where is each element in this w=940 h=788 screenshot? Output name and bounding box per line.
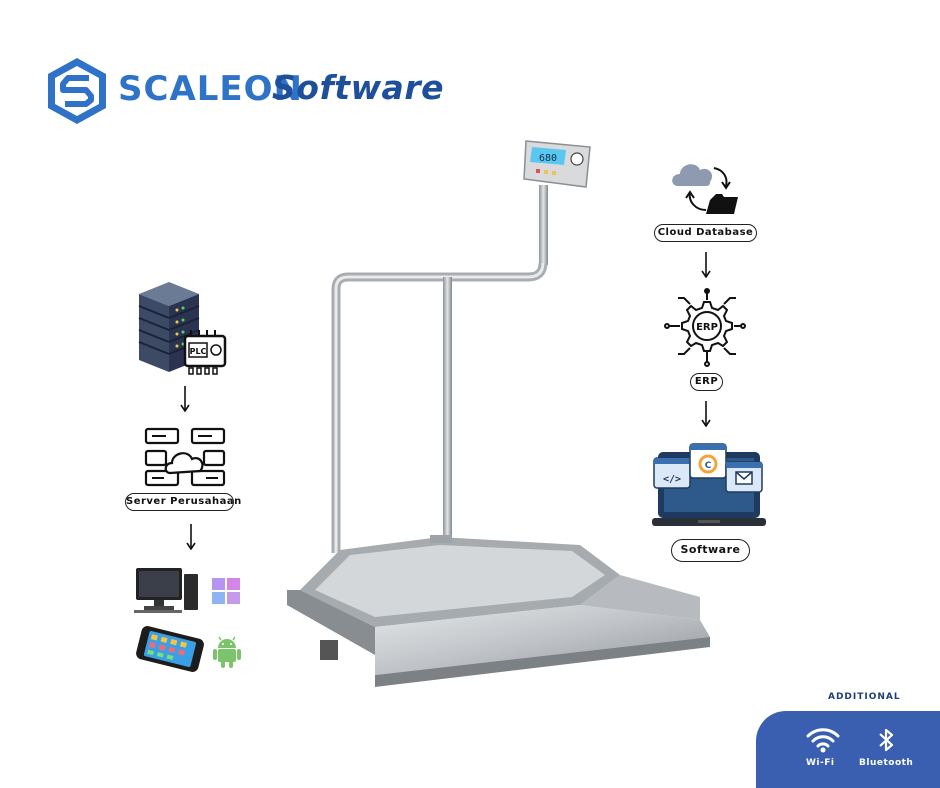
arrow-down-icon	[186, 524, 196, 550]
arrow-down-icon	[701, 252, 711, 278]
scaleon-hexagon-logo-icon	[48, 58, 106, 124]
software-label: Software	[671, 539, 750, 562]
indicator-display-value: 680	[539, 153, 557, 164]
cloud-database-label: Cloud Database	[654, 224, 757, 242]
brand-header: SCALEON Software	[46, 56, 466, 126]
erp-label: ERP	[690, 373, 723, 391]
arrow-down-icon	[701, 401, 711, 427]
arrow-down-icon	[180, 386, 190, 412]
brand-name-primary: SCALEON	[118, 69, 304, 109]
brand-name-secondary: Software	[272, 68, 444, 107]
svg-text:</>: </>	[663, 474, 681, 485]
cloud-server-icon	[144, 427, 226, 487]
smartphone-icon	[136, 626, 204, 672]
cloud-database-icon	[672, 164, 738, 214]
server-perusahaan-label: Server Perusahaan	[125, 493, 241, 511]
wifi-icon	[806, 728, 840, 753]
additional-features-panel: Wi-Fi Bluetooth	[756, 711, 940, 788]
wifi-label: Wi-Fi	[806, 758, 835, 768]
android-logo-icon	[213, 636, 241, 668]
wheelchair-scale-icon: 680	[287, 140, 710, 687]
svg-text:C: C	[705, 461, 712, 471]
erp-badge-text: ERP	[696, 322, 718, 333]
plc-chip-icon: PLC	[183, 330, 227, 375]
windows-logo-icon	[212, 578, 240, 604]
software-laptop-icon: </> C	[652, 443, 766, 526]
erp-gear-icon: ERP	[664, 288, 746, 367]
additional-title: ADDITIONAL	[828, 692, 901, 702]
bluetooth-icon	[879, 728, 894, 752]
desktop-computer-icon	[134, 568, 198, 613]
weight-indicator-icon: 680	[523, 140, 591, 188]
svg-text:PLC: PLC	[190, 347, 207, 356]
bluetooth-label: Bluetooth	[859, 758, 914, 768]
